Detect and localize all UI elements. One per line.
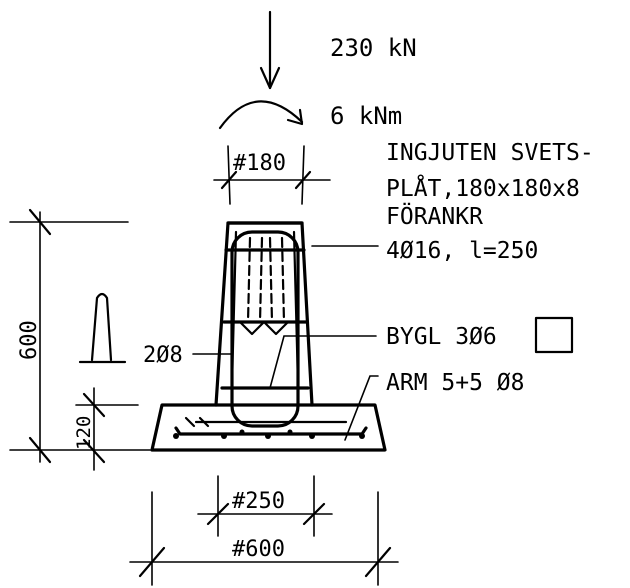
footing-base <box>150 403 387 452</box>
stirrup-leader <box>269 335 377 389</box>
plate-note-line3: FÖRANKR <box>386 202 483 230</box>
height-label: 600 <box>17 320 42 360</box>
inner-width-dimension <box>197 475 333 537</box>
column-section-symbol-icon <box>78 292 127 364</box>
axial-load-label: 230 kN <box>330 34 417 62</box>
top-width-label: #180 <box>233 151 286 176</box>
base-thickness-label: 120 <box>73 416 95 450</box>
plate-note-line4: 4Ø16, l=250 <box>386 238 538 264</box>
axial-load-arrow <box>259 10 281 90</box>
base-reinforcement <box>173 416 368 439</box>
plate-note-line1: INGJUTEN SVETS- <box>386 140 594 166</box>
base-thickness-dimension <box>75 387 139 471</box>
base-reinf-label: ARM 5+5 Ø8 <box>386 370 524 396</box>
footing-width-label: #600 <box>232 537 285 562</box>
moment-arrow <box>218 100 304 130</box>
footing-width-dimension <box>129 491 399 586</box>
moment-label: 6 kNm <box>330 102 402 130</box>
inner-width-label: #250 <box>232 489 285 514</box>
plate-note-line2: PLÅT,180x180x8 <box>386 174 580 202</box>
base-reinf-leader <box>344 375 379 441</box>
side-bars-label: 2Ø8 <box>143 343 183 368</box>
top-width-dimension <box>213 145 331 205</box>
anchor-cage <box>220 230 310 428</box>
stirrup-label: BYGL 3Ø6 <box>386 324 497 350</box>
height-dimension <box>9 208 151 464</box>
square-symbol-icon <box>534 316 574 354</box>
